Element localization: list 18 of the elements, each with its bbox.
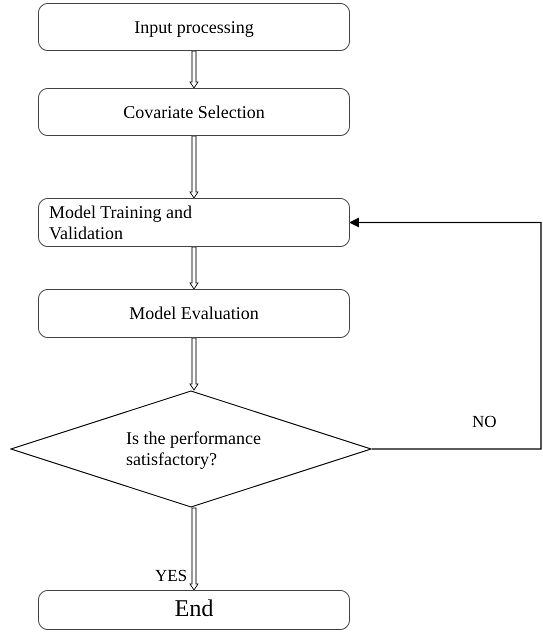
decision-diamond xyxy=(10,390,372,508)
box-label: Covariate Selection xyxy=(123,102,265,122)
hollow-arrow xyxy=(189,508,199,591)
box-label: Input processing xyxy=(134,16,254,38)
process-box xyxy=(38,88,350,136)
process-box xyxy=(38,198,350,247)
hollow-arrow xyxy=(189,246,199,290)
box-label: Model Evaluation xyxy=(129,303,259,324)
box-label: End xyxy=(174,596,214,624)
process-box xyxy=(38,590,350,630)
hollow-arrow xyxy=(189,338,199,391)
hollow-arrow xyxy=(189,136,199,199)
arrow xyxy=(349,218,542,450)
hollow-arrow xyxy=(189,50,199,89)
decision-label: Is the performance satisfactory? xyxy=(126,428,262,470)
process-box xyxy=(38,3,350,51)
box-label: Model Training and Validation xyxy=(49,202,194,244)
process-box xyxy=(38,289,350,338)
